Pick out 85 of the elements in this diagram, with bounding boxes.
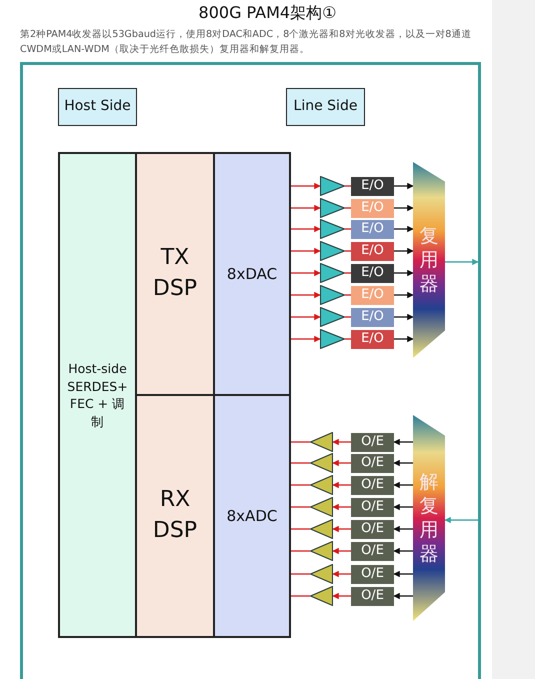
label-box: Host Side xyxy=(58,88,137,126)
arrow xyxy=(291,314,321,320)
connector-line xyxy=(291,484,310,486)
description-text: 第2种PAM4收发器以53Gbaud运行，使用8对DAC和ADC，8个激光器和8对光收发器，以及一对8通道CWDM或LAN-WDM（取决于光纤色散损失）复用器和解复用器。 xyxy=(20,28,472,57)
eo-box: E/O xyxy=(351,198,394,218)
amplifier-triangle xyxy=(320,307,345,327)
arrow xyxy=(394,314,414,320)
arrow xyxy=(332,548,351,554)
amplifier-triangle xyxy=(310,453,333,473)
amplifier-triangle xyxy=(320,329,345,349)
oe-box: O/E xyxy=(351,432,394,452)
arrow xyxy=(393,460,413,466)
converter-block: 8xADC xyxy=(213,394,291,638)
amplifier-triangle xyxy=(320,219,345,239)
connector-line xyxy=(291,595,310,597)
arrow xyxy=(394,182,414,190)
connector-line xyxy=(291,462,310,464)
dsp-block: RX DSP xyxy=(135,394,215,638)
eo-box: E/O xyxy=(351,286,394,304)
oe-box: O/E xyxy=(351,454,394,472)
amplifier-triangle xyxy=(310,432,333,452)
arrow xyxy=(393,482,413,488)
eo-box: E/O xyxy=(351,308,394,326)
eo-box: E/O xyxy=(351,330,394,348)
arrow xyxy=(393,526,413,532)
amplifier-triangle xyxy=(310,586,333,606)
amplifier-triangle xyxy=(310,497,333,517)
arrow xyxy=(332,438,351,446)
connector-line xyxy=(291,506,310,508)
arrow xyxy=(332,592,351,600)
amplifier-triangle xyxy=(320,285,345,305)
connector-line xyxy=(291,441,310,443)
amplifier-triangle xyxy=(320,176,345,196)
oe-box: O/E xyxy=(351,520,394,538)
arrow xyxy=(291,182,321,190)
arrow xyxy=(394,270,414,276)
multiplexer-trapezoid: 复用器 xyxy=(413,162,445,358)
arrow xyxy=(332,526,351,532)
arrow xyxy=(291,248,321,254)
amplifier-triangle xyxy=(320,198,345,218)
eo-box: E/O xyxy=(351,176,394,196)
arrow xyxy=(393,570,413,578)
demultiplexer-trapezoid: 解复用器 xyxy=(413,415,445,621)
eo-box: E/O xyxy=(351,264,394,282)
arrow xyxy=(332,570,351,578)
arrow xyxy=(393,592,413,600)
arrow xyxy=(393,548,413,554)
arrow xyxy=(394,336,414,342)
arrow xyxy=(291,336,321,342)
label-box: Line Side xyxy=(286,88,365,126)
arrow xyxy=(332,482,351,488)
oe-box: O/E xyxy=(351,564,394,584)
arrow xyxy=(332,504,351,510)
connector-line xyxy=(291,573,310,575)
oe-box: O/E xyxy=(351,586,394,606)
dsp-block: TX DSP xyxy=(135,152,215,396)
amplifier-triangle xyxy=(310,519,333,539)
serdes-block: Host-side SERDES+ FEC + 调制 xyxy=(58,152,137,638)
connector-line xyxy=(291,550,310,552)
amplifier-triangle xyxy=(310,475,333,495)
amplifier-triangle xyxy=(310,564,333,584)
arrow xyxy=(332,460,351,466)
arrow xyxy=(291,226,321,232)
arrow xyxy=(394,226,414,232)
converter-block: 8xDAC xyxy=(213,152,291,396)
oe-box: O/E xyxy=(351,542,394,560)
oe-box: O/E xyxy=(351,476,394,494)
arrow xyxy=(394,204,414,212)
arrow xyxy=(394,292,414,298)
arrow xyxy=(445,258,479,266)
arrow xyxy=(291,292,321,298)
arrow xyxy=(394,248,414,254)
title: 800G PAM4架构① xyxy=(198,3,338,24)
amplifier-triangle xyxy=(310,541,333,561)
eo-box: E/O xyxy=(351,242,394,260)
arrow xyxy=(291,270,321,276)
eo-box: E/O xyxy=(351,220,394,238)
arrow xyxy=(393,438,413,446)
connector-line xyxy=(291,528,310,530)
amplifier-triangle xyxy=(320,263,345,283)
amplifier-triangle xyxy=(320,241,345,261)
arrow xyxy=(393,504,413,510)
oe-box: O/E xyxy=(351,498,394,516)
arrow xyxy=(444,516,478,524)
arrow xyxy=(291,204,321,212)
